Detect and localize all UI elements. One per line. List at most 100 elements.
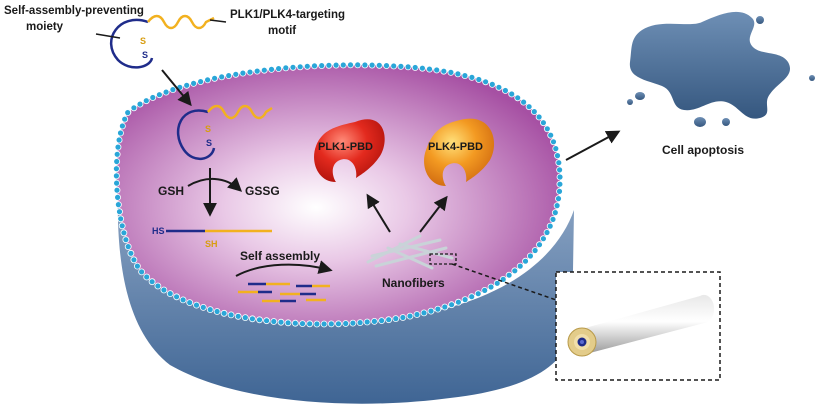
membrane-bead	[113, 165, 120, 173]
membrane-bead	[342, 320, 350, 327]
membrane-bead	[120, 229, 128, 237]
membrane-bead	[118, 222, 126, 230]
pointer-line-motif	[209, 19, 227, 23]
membrane-bead	[241, 314, 249, 322]
membrane-bead	[169, 86, 177, 93]
plk1-pbd-label: PLK1-PBD	[318, 141, 373, 153]
membrane-bead	[555, 159, 563, 167]
membrane-bead	[551, 209, 559, 217]
membrane-bead	[413, 311, 421, 318]
membrane-bead	[114, 193, 121, 201]
membrane-bead	[514, 94, 522, 102]
membrane-bead	[246, 68, 254, 76]
membrane-bead	[531, 247, 539, 254]
membrane-bead	[487, 283, 495, 291]
membrane-bead	[138, 268, 146, 276]
membrane-bead	[397, 63, 405, 70]
membrane-bead	[527, 252, 534, 260]
membrane-bead	[113, 186, 121, 194]
membrane-bead	[186, 299, 194, 307]
nanofiber-tube	[567, 294, 715, 357]
gsh-gssg-arrow	[187, 177, 243, 192]
membrane-bead	[166, 290, 174, 298]
membrane-bead	[454, 70, 462, 78]
zoom-source-box	[429, 253, 457, 265]
membrane-bead	[124, 243, 132, 251]
membrane-bead	[530, 108, 538, 115]
membrane-bead	[117, 129, 124, 137]
membrane-bead	[115, 201, 122, 209]
membrane-bead	[256, 316, 263, 324]
membrane-bead	[468, 293, 476, 301]
gsh-label: GSH	[158, 184, 184, 198]
membrane-bead	[525, 103, 533, 111]
membrane-bead	[434, 305, 442, 313]
membrane-bead	[556, 173, 564, 181]
targeting-motif-label: PLK1/PLK4-targeting motif	[230, 9, 348, 37]
membrane-bead	[554, 152, 561, 160]
membrane-bead	[143, 273, 151, 281]
entry-arrow	[161, 69, 192, 107]
membrane-bead	[383, 62, 390, 69]
membrane-bead	[115, 136, 123, 144]
membrane-bead	[454, 298, 462, 306]
preventing-moiety-loop	[110, 18, 154, 69]
zoom-connector	[451, 263, 563, 303]
membrane-bead	[275, 65, 283, 72]
membrane-bead	[433, 66, 441, 74]
cell-apoptosis-label: Cell apoptosis	[662, 143, 744, 157]
membrane-bead	[232, 70, 240, 78]
membrane-bead	[122, 236, 130, 244]
membrane-bead	[447, 69, 455, 76]
membrane-bead	[263, 317, 271, 325]
membrane-bead	[339, 61, 347, 69]
membrane-bead	[117, 215, 125, 223]
membrane-bead	[481, 286, 489, 294]
membrane-bead	[148, 278, 156, 286]
s-bond-bottom: S	[142, 50, 148, 60]
membrane-bead	[289, 63, 297, 71]
membrane-bead	[116, 208, 123, 216]
membrane-bead	[190, 80, 198, 87]
membrane-bead	[546, 222, 554, 230]
membrane-bead	[495, 83, 503, 91]
membrane-bead	[368, 61, 376, 69]
membrane-bead	[347, 61, 354, 69]
membrane-bead	[193, 301, 200, 309]
membrane-bead	[179, 296, 187, 304]
membrane-bead	[213, 308, 221, 315]
self-assembly-arrow	[235, 260, 333, 277]
membrane-bead	[133, 262, 141, 270]
membrane-bead	[239, 69, 247, 77]
membrane-bead	[318, 62, 326, 69]
membrane-bead	[113, 179, 120, 187]
hs-label: HS	[152, 226, 165, 236]
membrane-bead	[474, 290, 482, 298]
membrane-bead	[113, 158, 121, 165]
arrow-to-plk4	[419, 195, 448, 233]
arrow-to-apoptosis	[565, 130, 621, 161]
gssg-label: GSSG	[245, 184, 280, 198]
membrane-bead	[461, 296, 469, 304]
membrane-bead	[441, 303, 449, 311]
membrane-bead	[130, 256, 138, 264]
plk1-pbd-protein: PLK1-PBD	[314, 119, 385, 182]
sh-label: SH	[205, 239, 218, 249]
membrane-bead	[260, 66, 268, 74]
membrane-bead	[282, 64, 290, 72]
membrane-bead	[411, 64, 419, 71]
membrane-bead	[277, 318, 285, 326]
membrane-bead	[291, 319, 299, 327]
membrane-bead	[218, 73, 226, 81]
membrane-bead	[520, 98, 527, 106]
membrane-bead	[325, 61, 333, 69]
membrane-bead	[556, 166, 563, 174]
membrane-bead	[550, 138, 557, 146]
membrane-bead	[556, 180, 564, 188]
membrane-bead	[420, 309, 428, 317]
membrane-bead	[225, 72, 233, 79]
membrane-bead	[349, 319, 357, 327]
membrane-bead	[162, 88, 170, 96]
membrane-bead	[488, 81, 496, 88]
membrane-bead	[392, 315, 400, 323]
